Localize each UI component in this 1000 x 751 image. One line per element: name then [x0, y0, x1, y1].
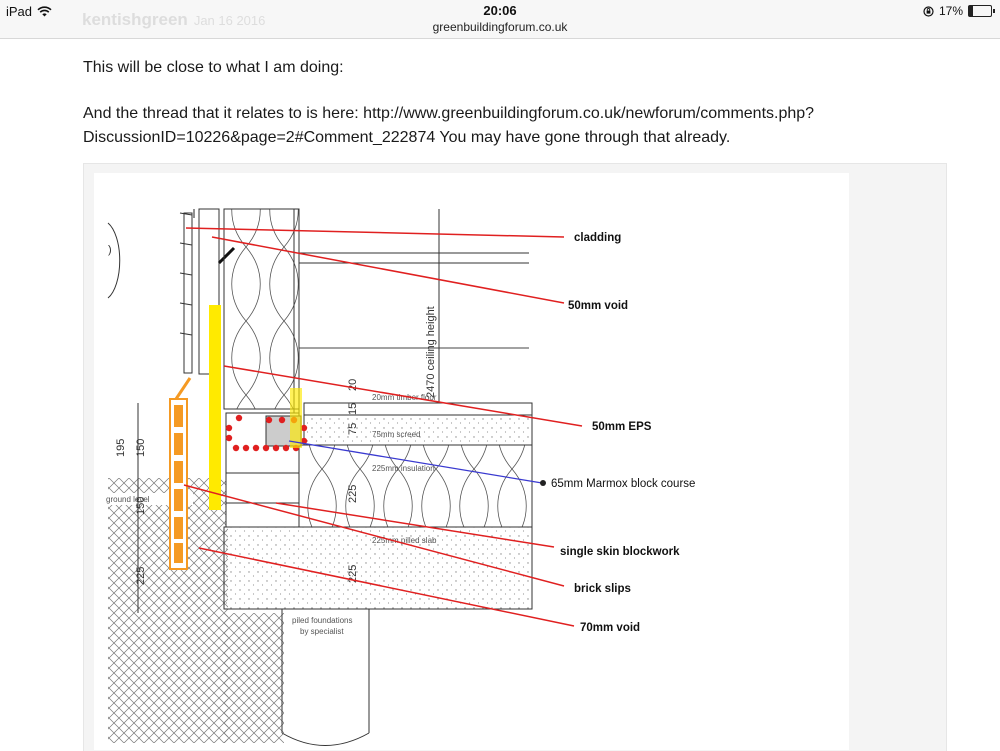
timber-frame-insulation [223, 208, 300, 410]
concrete-slab [223, 526, 533, 610]
ground-level-note: ground level [106, 495, 150, 504]
dimension-20: 20 [347, 379, 359, 391]
ground-hatch-lower [224, 613, 284, 743]
battery-percent: 17% [938, 4, 963, 18]
post-line-2[interactable]: And the thread that it relates to is her… [83, 105, 815, 122]
foundation-note-2: by specialist [300, 627, 344, 636]
ground-hatch [108, 478, 228, 743]
battery-status: 17% [923, 4, 995, 18]
svg-text:): ) [108, 244, 112, 256]
callout-leaders [183, 227, 583, 627]
device-label: iPad [6, 4, 33, 19]
post-line-1: This will be close to what I am doing: [83, 59, 344, 76]
dimension-150-upper: 150 [135, 439, 147, 457]
dimension-225-insulation: 225 [347, 485, 359, 503]
callout-single-skin: single skin blockwork [560, 546, 680, 558]
dimension-225-left: 225 [135, 567, 147, 585]
battery-icon [968, 5, 995, 17]
screed-note: 75mm screed [372, 430, 420, 439]
battery-fill [969, 6, 973, 16]
dimension-225-slab: 225 [347, 565, 359, 583]
callout-70mm-void: 70mm void [580, 622, 640, 634]
orientation-lock-icon [923, 5, 934, 17]
dimension-150-lower: 150 [135, 497, 147, 515]
address-bar[interactable]: greenbuildingforum.co.uk [432, 20, 568, 34]
dimension-marks: 195 150 150 225 225 225 20 75 15 [115, 379, 359, 613]
foundation-note-1: piled foundations [292, 616, 353, 625]
ceiling-height-note: 2470 ceiling height [425, 306, 437, 398]
post-body: This will be close to what I am doing: A… [83, 56, 943, 150]
callout-labels: cladding 50mm void 50mm EPS 65mm Marmox … [551, 232, 695, 634]
dimension-195: 195 [115, 439, 127, 457]
eps-insulation [209, 305, 221, 510]
post-line-3[interactable]: DiscussionID=10226&page=2#Comment_222874… [83, 129, 731, 146]
device-info: iPad [6, 4, 52, 19]
slab-note: 225mm pilled slab [372, 536, 437, 545]
timber-floor-note: 20mm timber floor [372, 393, 437, 402]
dimension-75: 75 [347, 423, 359, 435]
drawing-canvas: ground level ) 2470 ceiling height 20mm … [106, 208, 695, 746]
wifi-icon [37, 6, 52, 17]
callout-cladding: cladding [574, 232, 621, 244]
clock: 20:06 [483, 3, 517, 18]
dimension-15: 15 [347, 403, 359, 415]
callout-50mm-void: 50mm void [568, 300, 628, 312]
pile-foundation: piled foundations by specialist [281, 609, 370, 746]
construction-detail-drawing[interactable]: ground level ) 2470 ceiling height 20mm … [94, 173, 849, 750]
floor-insulation-note: 225mm insulation [372, 464, 435, 473]
callout-50mm-eps: 50mm EPS [592, 421, 652, 433]
screed-layer [303, 414, 533, 446]
floor-insulation [298, 444, 533, 528]
callout-marmox: 65mm Marmox block course [551, 478, 695, 490]
callout-brick-slips: brick slips [574, 583, 631, 595]
brick-slips [169, 398, 188, 570]
